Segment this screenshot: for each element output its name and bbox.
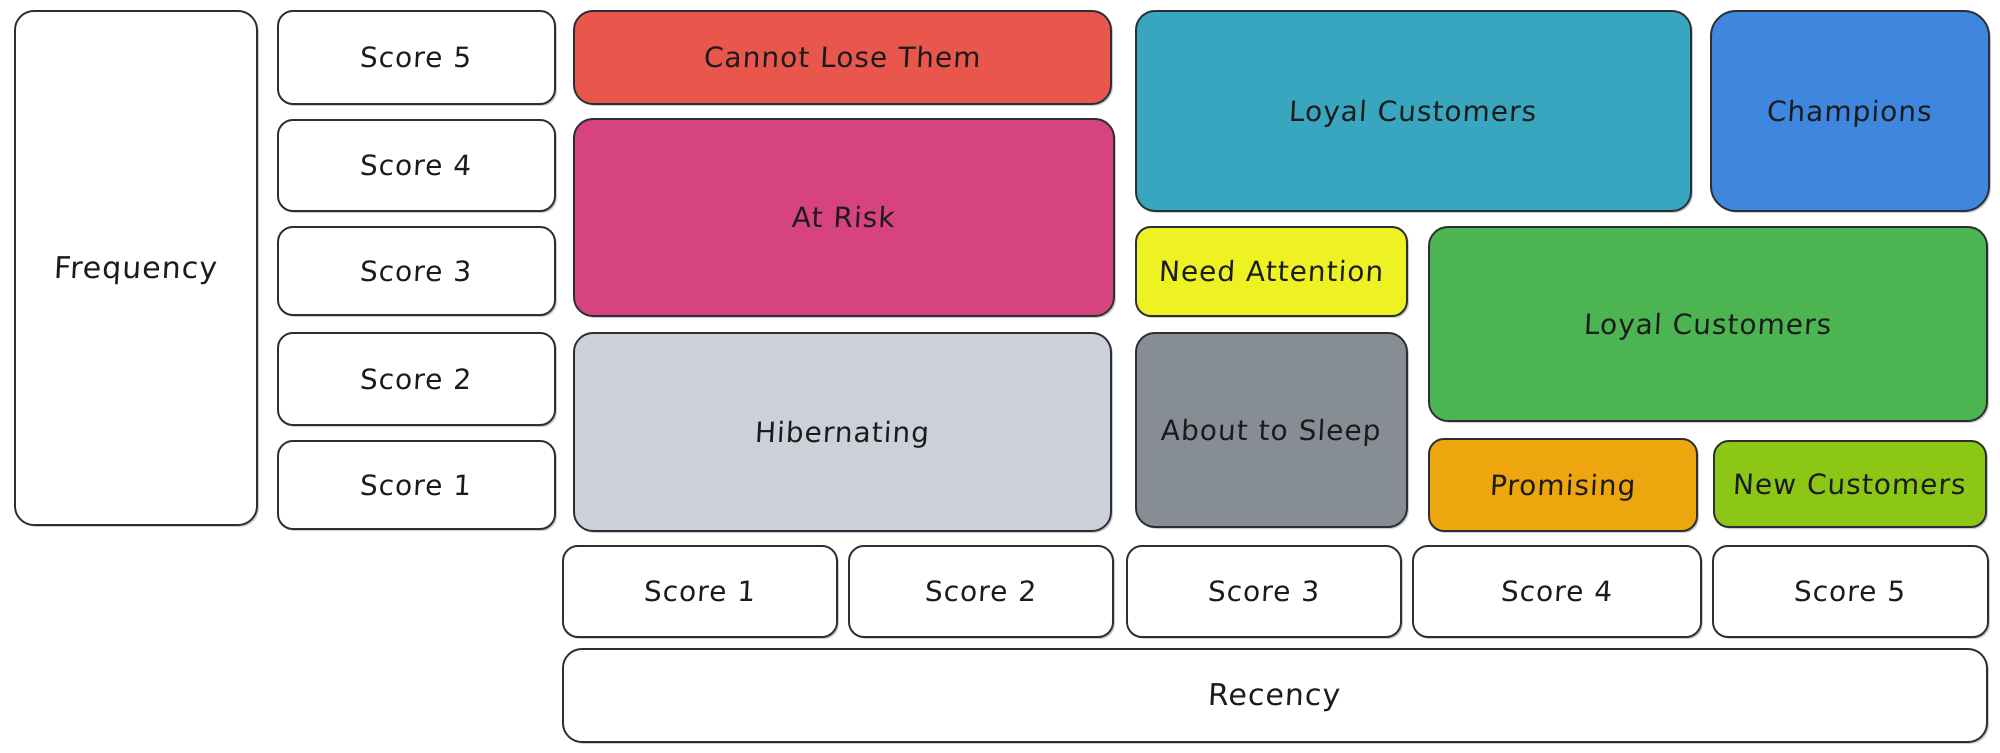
segment-loyal-customers-mid: Loyal Customers xyxy=(1428,226,1988,422)
segment-about-to-sleep-label: About to Sleep xyxy=(1160,413,1383,447)
recency-axis-text: Recency xyxy=(1207,678,1343,713)
frequency-score-4: Score 4 xyxy=(277,119,556,212)
recency-score-1-text: Score 1 xyxy=(643,575,757,608)
segment-cannot-lose-them-label: Cannot Lose Them xyxy=(702,41,983,74)
segment-new-customers-label: New Customers xyxy=(1732,467,1968,501)
segment-need-attention-label: Need Attention xyxy=(1157,255,1386,288)
frequency-axis-label: Frequency xyxy=(14,10,258,526)
segment-loyal-customers-top: Loyal Customers xyxy=(1135,10,1692,212)
segment-champions: Champions xyxy=(1710,10,1990,212)
segment-promising-label: Promising xyxy=(1488,468,1638,502)
recency-score-1: Score 1 xyxy=(562,545,838,638)
segment-loyal-customers-mid-label: Loyal Customers xyxy=(1583,307,1833,341)
segment-at-risk: At Risk xyxy=(573,118,1115,317)
segment-at-risk-label: At Risk xyxy=(791,201,897,234)
frequency-score-3-text: Score 3 xyxy=(359,254,474,288)
recency-axis-label: Recency xyxy=(562,648,1988,743)
segment-promising: Promising xyxy=(1428,438,1698,532)
frequency-score-5-text: Score 5 xyxy=(359,41,474,74)
recency-score-4: Score 4 xyxy=(1412,545,1702,638)
segment-about-to-sleep: About to Sleep xyxy=(1135,332,1408,528)
frequency-score-2-text: Score 2 xyxy=(359,362,474,396)
segment-hibernating: Hibernating xyxy=(573,332,1112,532)
frequency-axis-text: Frequency xyxy=(53,250,219,286)
segment-loyal-customers-top-label: Loyal Customers xyxy=(1288,94,1539,128)
frequency-score-1-text: Score 1 xyxy=(359,468,474,502)
segment-need-attention: Need Attention xyxy=(1135,226,1408,317)
frequency-score-3: Score 3 xyxy=(277,226,556,316)
recency-score-4-text: Score 4 xyxy=(1500,575,1614,608)
segment-new-customers: New Customers xyxy=(1713,440,1987,528)
recency-score-2-text: Score 2 xyxy=(924,575,1038,608)
recency-score-3: Score 3 xyxy=(1126,545,1402,638)
segment-hibernating-label: Hibernating xyxy=(754,415,931,449)
recency-score-3-text: Score 3 xyxy=(1207,575,1321,608)
frequency-score-5: Score 5 xyxy=(277,10,556,105)
recency-score-5: Score 5 xyxy=(1712,545,1989,638)
segment-champions-label: Champions xyxy=(1766,94,1934,128)
segment-cannot-lose-them: Cannot Lose Them xyxy=(573,10,1112,105)
recency-score-2: Score 2 xyxy=(848,545,1114,638)
frequency-score-1: Score 1 xyxy=(277,440,556,530)
recency-score-5-text: Score 5 xyxy=(1793,575,1908,608)
frequency-score-2: Score 2 xyxy=(277,332,556,426)
frequency-score-4-text: Score 4 xyxy=(359,149,474,182)
